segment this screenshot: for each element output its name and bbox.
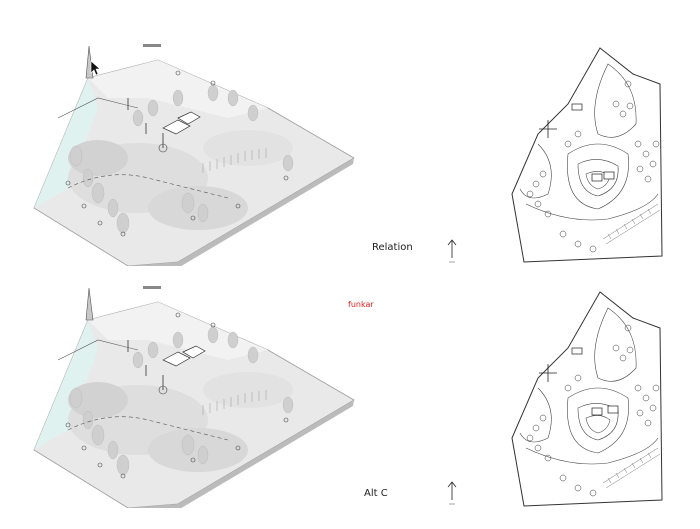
note-label: funkar <box>348 300 374 309</box>
north-arrow-icon <box>447 481 457 505</box>
bottom-site-plan <box>508 288 664 510</box>
top-option-label: Relation <box>372 242 413 253</box>
top-terrain-3d-view <box>28 38 362 266</box>
north-arrow-icon <box>447 239 457 263</box>
bottom-terrain-3d-view <box>28 280 362 508</box>
cursor-arrow-icon <box>90 60 101 76</box>
top-site-plan <box>508 44 664 266</box>
bottom-option-label: Alt C <box>364 488 388 499</box>
